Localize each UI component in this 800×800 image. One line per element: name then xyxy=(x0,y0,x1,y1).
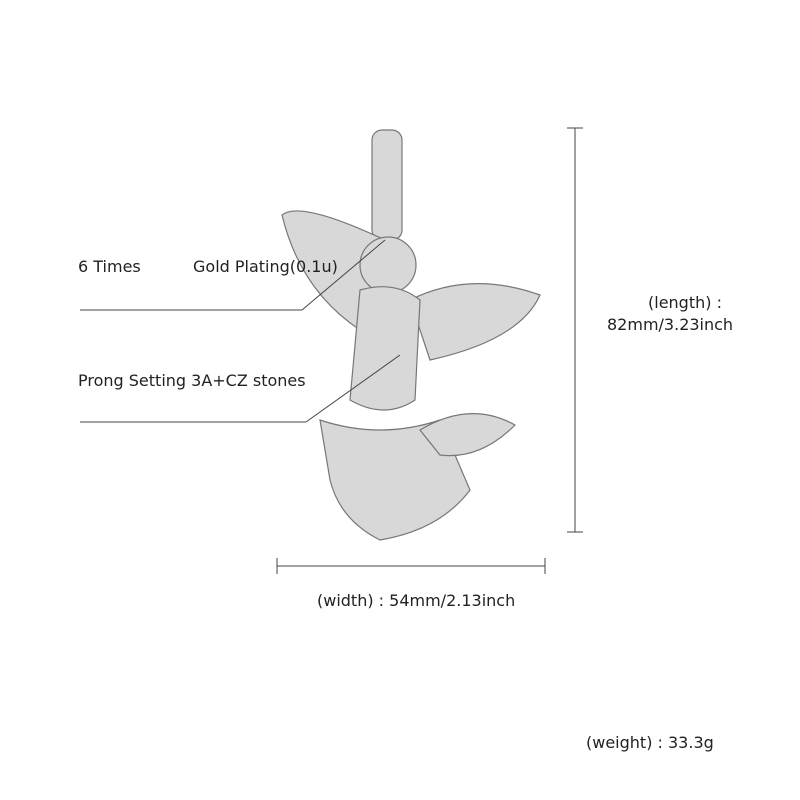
bail xyxy=(371,129,403,241)
length-dimension-line xyxy=(567,127,583,533)
plating-count-label: 6 Times xyxy=(78,257,141,276)
right-wing xyxy=(409,283,541,361)
demon xyxy=(319,419,471,541)
angel-pendant xyxy=(281,129,541,541)
plating-label: Gold Plating(0.1u) xyxy=(193,257,338,276)
width-label: (width) : 54mm/2.13inch xyxy=(317,591,516,610)
length-label: (length) : xyxy=(648,293,722,312)
body xyxy=(349,286,421,411)
width-dimension-line xyxy=(276,558,546,574)
weight-label: (weight) : 33.3g xyxy=(586,733,714,752)
setting-label: Prong Setting 3A+CZ stones xyxy=(78,371,306,390)
length-value: 82mm/3.23inch xyxy=(607,315,734,334)
head xyxy=(359,236,417,294)
demon-wing xyxy=(419,413,516,457)
